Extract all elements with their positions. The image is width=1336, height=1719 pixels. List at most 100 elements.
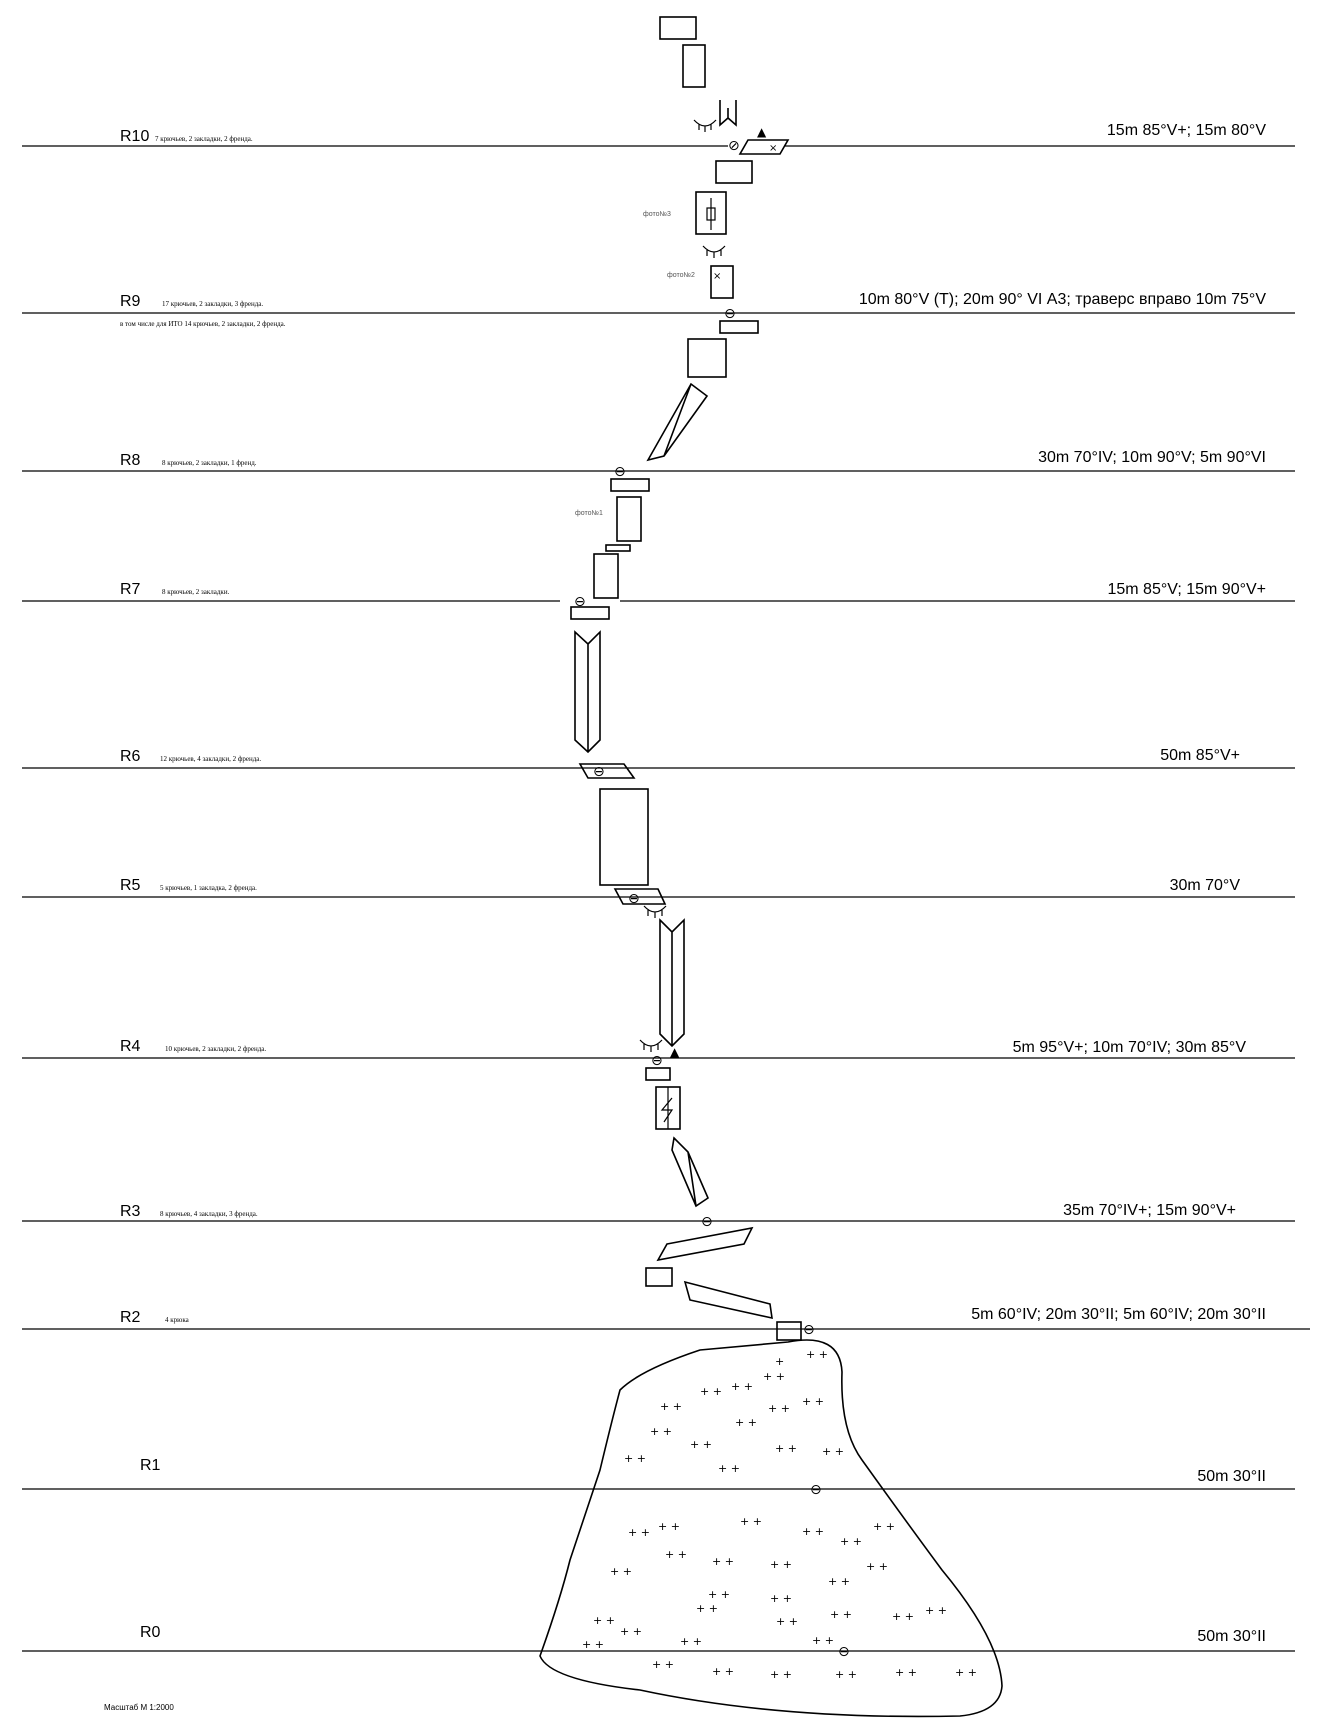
snow-mark: + + [770,1592,792,1605]
slab-block [613,888,667,905]
snow-mark: + + [873,1520,895,1533]
snow-mark: + + [866,1560,888,1573]
gear-r5: 5 крючьев, 1 закладка, 2 френда. [160,884,257,892]
pitch-id-r3: R3 [120,1203,141,1220]
gear-r8: 8 крючьев, 2 закладки, 1 френд. [162,459,257,467]
snow-mark: + + [652,1658,674,1671]
pitch-id-r5: R5 [120,877,141,894]
grade-descriptions: 15m 85°V+; 15m 80°V 10m 80°V (Т); 20m 90… [859,122,1267,1645]
pitch-id-r8: R8 [120,452,141,469]
snow-mark: + + [731,1380,753,1393]
snow-mark: + + [708,1588,730,1601]
rock-block [715,160,753,184]
snow-mark: + + [718,1462,740,1475]
grade-r2: 5m 60°IV; 20m 30°II; 5m 60°IV; 20m 30°II [971,1306,1266,1323]
gear-r10: 7 крючьев, 2 закладки, 2 френда. [155,135,253,143]
snow-mark: + + [700,1385,722,1398]
snow-mark: + + [696,1602,718,1615]
pitch-id-r1: R1 [140,1457,161,1474]
snow-mark: + + [763,1370,785,1383]
gear-r2: 4 крюка [165,1316,190,1324]
slab-block [578,763,636,779]
slab-block [738,139,790,155]
belay-symbol-r1: ⊖ [810,1482,822,1498]
rock-block [659,16,697,40]
snow-mark: + + [802,1395,824,1408]
chimney-crack [574,630,601,754]
grade-r0: 50m 30°II [1197,1628,1266,1645]
chimney-crack [659,918,685,1048]
rock-block [776,1321,802,1341]
grade-r1: 50m 30°II [1197,1468,1266,1485]
snow-mark: + + [775,1442,797,1455]
gear-r7: 8 крючьев, 2 закладки. [162,588,230,596]
rock-block [599,788,649,886]
rock-block [605,544,631,552]
no-belay-symbol: ⊘ [728,138,740,154]
snow-mark: + + [830,1608,852,1621]
rock-block [610,478,650,492]
snow-mark: + + [768,1402,790,1415]
gear-r6: 12 крючьев, 4 закладки, 2 френда. [160,755,261,763]
snow-mark: + + [925,1604,947,1617]
belay-symbol-r9: ⊖ [724,306,736,322]
photo-labels: фото№3 фото№2 фото№1 [575,211,695,517]
gear-lists: 7 крючьев, 2 закладки, 2 френда. 17 крюч… [120,135,286,1324]
gear-r4: 10 крючьев, 2 закладки, 2 френда. [165,1045,266,1053]
overhang-symbol [639,1039,663,1052]
photo-label-2: фото№2 [667,272,695,279]
snow-mark: + + [812,1634,834,1647]
rock-block [687,338,727,378]
rock-block [616,496,642,542]
pitch-id-r9: R9 [120,293,141,310]
rock-block [719,320,759,334]
snow-mark: + + [660,1400,682,1413]
gear-r3: 8 крючьев, 4 закладки, 3 френда. [160,1210,258,1218]
grade-r9: 10m 80°V (Т); 20m 90° VI А3; траверс впр… [859,291,1267,308]
rock-block [570,606,610,620]
belay-symbol-r6: ⊖ [593,764,605,780]
grade-r5: 30m 70°V [1170,877,1241,894]
corner-dihedral [671,1136,710,1208]
belay-symbol-r8: ⊖ [614,464,626,480]
grade-r8: 30m 70°IV; 10m 90°V; 5m 90°VI [1038,449,1266,466]
rock-block [695,191,727,235]
snow-mark: + + [892,1610,914,1623]
piton-point-symbol: ▲ [670,1045,680,1059]
snow-mark: + + [840,1535,862,1548]
belay-symbol-r0: ⊖ [838,1644,850,1660]
snow-mark: + + [650,1425,672,1438]
snow-field-outline [539,1339,1003,1718]
pitch-id-r10: R10 [120,128,149,145]
pitch-labels: R10 R9 R8 R7 R6 R5 R4 R3 R2 R1 R0 [120,128,161,1641]
ramp-block [656,1226,754,1262]
pitch-id-r2: R2 [120,1309,141,1326]
grade-r4: 5m 95°V+; 10m 70°IV; 30m 85°V [1013,1039,1247,1056]
belay-symbol-r5: ⊖ [628,891,640,907]
grade-r10: 15m 85°V+; 15m 80°V [1107,122,1266,139]
belay-symbol-r7: ⊖ [574,594,586,610]
snow-mark: + + [593,1614,615,1627]
ramp-block [683,1280,773,1320]
snow-mark: + + [582,1638,604,1651]
snow-mark: + + [770,1558,792,1571]
snow-mark: + + [665,1548,687,1561]
snow-mark: + + [822,1445,844,1458]
corner-dihedral [646,382,709,462]
gear-note-r9: в том числе для ИТО 14 крючьев, 2 заклад… [120,320,286,328]
snow-mark: + + [735,1416,757,1429]
rock-block [682,44,706,88]
pitch-id-r6: R6 [120,748,141,765]
snow-mark: + + [770,1668,792,1681]
pitch-id-r7: R7 [120,581,141,598]
rock-block [593,553,619,599]
snow-mark: + + [806,1348,828,1361]
snow-mark: + + [740,1515,762,1528]
pitch-id-r4: R4 [120,1038,141,1055]
grade-r7: 15m 85°V; 15m 90°V+ [1107,581,1266,598]
snow-mark: + + [628,1526,650,1539]
snow-mark: + + [828,1575,850,1588]
belay-symbol-r3: ⊖ [701,1214,713,1230]
cross-mark: × [769,143,777,154]
